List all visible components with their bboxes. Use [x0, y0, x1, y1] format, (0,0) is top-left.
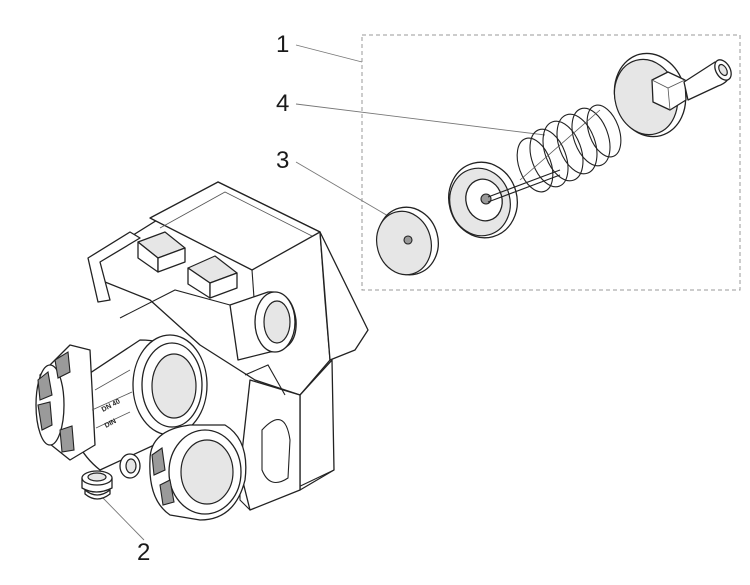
leader-line-1 — [295, 44, 363, 63]
plug-part-2 — [81, 470, 113, 500]
spring-part-4 — [516, 104, 622, 193]
leader-line-3 — [295, 161, 396, 221]
valve-marking-din: DIN — [104, 418, 118, 430]
callout-label-2: 2 — [137, 539, 151, 566]
callout-label-3: 3 — [276, 147, 290, 174]
callout-label-4: 4 — [276, 90, 290, 117]
disc-part-3 — [376, 206, 439, 276]
leader-line-4 — [295, 103, 546, 136]
spring-cap — [613, 52, 732, 138]
kit-boundary-box — [361, 34, 741, 291]
callout-label-1: 1 — [276, 31, 290, 58]
valve-plate — [448, 161, 561, 239]
leader-line-2 — [102, 497, 145, 541]
valve-housing: DN 40 DIN — [35, 181, 369, 521]
